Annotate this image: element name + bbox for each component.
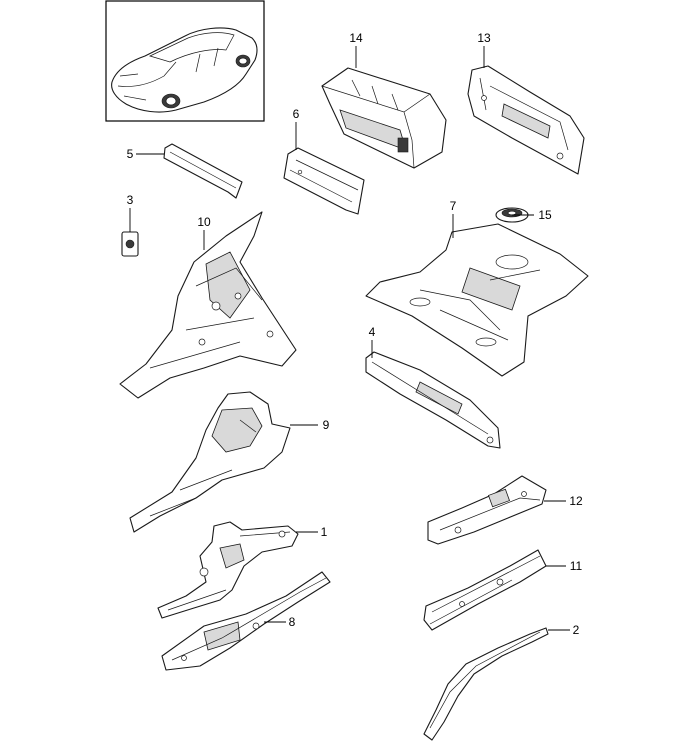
part-11-side-rail: [423, 549, 547, 631]
callout-labels: 14 13 5 6 3 10 7 15 4 9 12 1 11 8 2: [127, 31, 583, 637]
callout-14: 14: [349, 31, 363, 45]
part-14-storage-tub: [321, 67, 447, 169]
part-6-panel: [283, 147, 365, 215]
part-12-bracket-panel: [427, 475, 547, 545]
callout-7: 7: [450, 199, 457, 213]
leader-lines: [129, 46, 570, 631]
callout-10: 10: [197, 215, 211, 229]
callout-3: 3: [127, 193, 134, 207]
callout-6: 6: [293, 107, 300, 121]
callout-4: 4: [369, 325, 376, 339]
callout-2: 2: [573, 623, 580, 637]
callout-8: 8: [289, 615, 296, 629]
car-illustration: [111, 27, 258, 113]
part-10-wheel-arch-panel: [119, 211, 297, 399]
part-4-cross-beam: [365, 351, 501, 449]
callout-12: 12: [569, 494, 583, 508]
part-7-rear-floor: [365, 223, 589, 377]
callout-5: 5: [127, 147, 134, 161]
part-8-longitudinal-member: [161, 571, 331, 671]
part-1-side-member: [157, 521, 299, 619]
part-2-curved-rail: [423, 627, 549, 741]
callout-9: 9: [323, 418, 330, 432]
callout-11: 11: [570, 559, 583, 573]
part-13-rear-panel: [467, 65, 585, 175]
part-9-wheel-housing: [129, 391, 291, 533]
vehicle-thumbnail: [105, 0, 265, 122]
part-5-cross-member: [163, 143, 243, 199]
callout-1: 1: [321, 525, 328, 539]
callout-13: 13: [477, 31, 491, 45]
part-3-bracket: [121, 231, 139, 257]
callout-15: 15: [538, 208, 552, 222]
